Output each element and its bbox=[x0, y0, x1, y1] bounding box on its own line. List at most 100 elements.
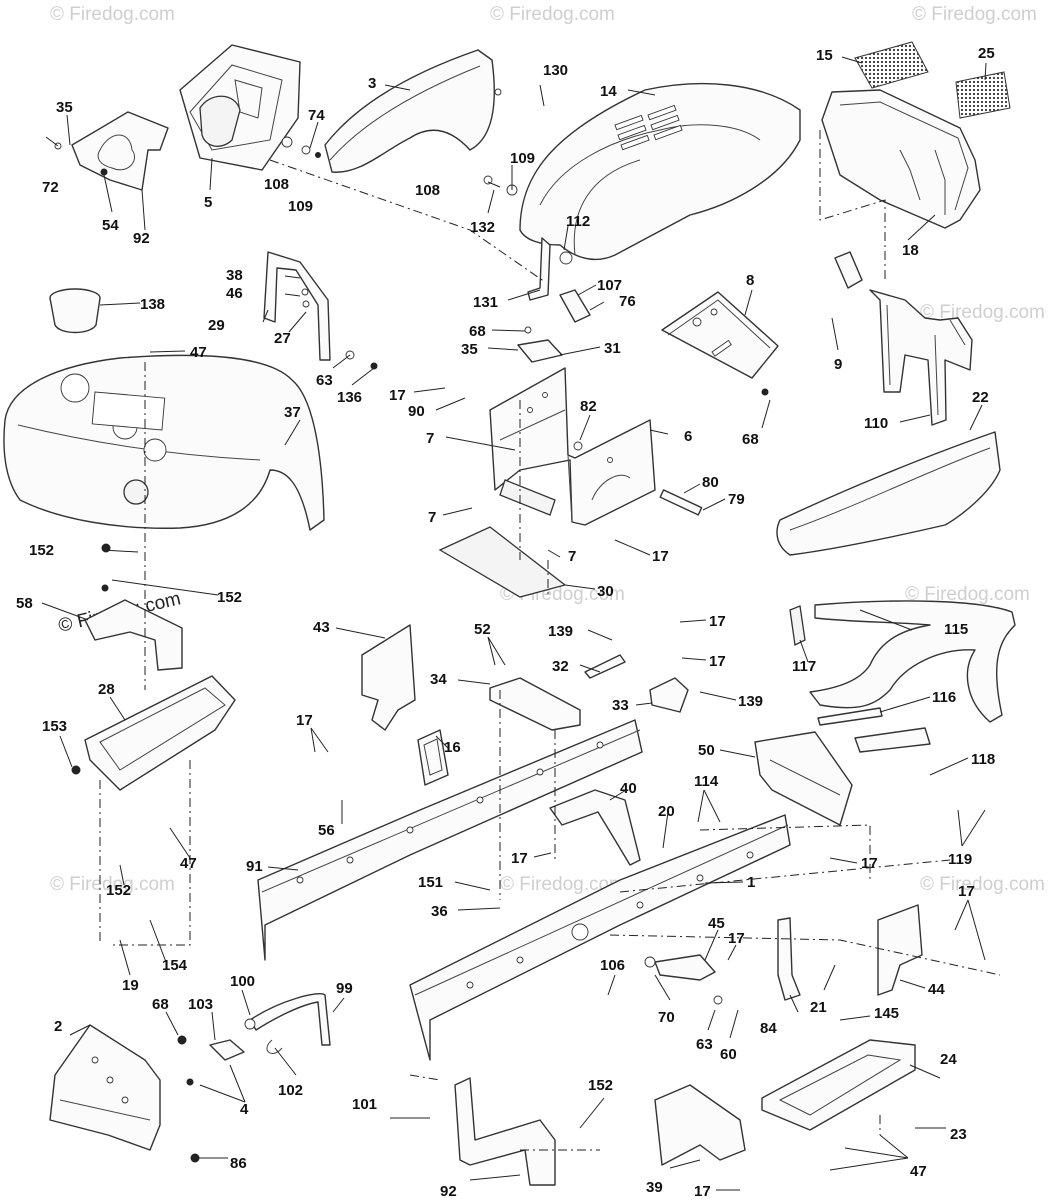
callout-63: 63 bbox=[316, 372, 333, 389]
callout-52: 52 bbox=[474, 621, 491, 638]
callout-109: 109 bbox=[288, 198, 313, 215]
callout-139: 139 bbox=[548, 623, 573, 640]
callout-68: 68 bbox=[469, 323, 486, 340]
callout-23: 23 bbox=[950, 1126, 967, 1143]
callout-91: 91 bbox=[246, 858, 263, 875]
callout-47: 47 bbox=[190, 344, 207, 361]
part-28-step-plate bbox=[71, 675, 236, 791]
part-138-cup-holder bbox=[49, 288, 101, 334]
callout-152: 152 bbox=[106, 882, 131, 899]
callout-108: 108 bbox=[415, 182, 440, 199]
callout-17: 17 bbox=[694, 1183, 711, 1200]
hood-vents bbox=[614, 104, 683, 151]
callout-35: 35 bbox=[56, 99, 73, 116]
callout-109: 109 bbox=[510, 150, 535, 167]
callout-5: 5 bbox=[204, 194, 212, 211]
part-18-grille-housing bbox=[821, 89, 981, 229]
callout-118: 118 bbox=[971, 751, 995, 768]
callout-102: 102 bbox=[278, 1082, 303, 1099]
part-5-dash-console bbox=[179, 44, 301, 171]
callout-132: 132 bbox=[470, 219, 495, 236]
callout-46: 46 bbox=[226, 285, 243, 302]
part-43-bracket bbox=[361, 624, 416, 731]
part-92-lower-bracket bbox=[454, 1077, 556, 1186]
callout-106: 106 bbox=[600, 957, 625, 974]
callout-8: 8 bbox=[746, 272, 754, 289]
callout-34: 34 bbox=[430, 671, 447, 688]
callout-79: 79 bbox=[728, 491, 745, 508]
callout-17: 17 bbox=[652, 548, 669, 565]
part-131-linkage bbox=[483, 175, 591, 323]
callout-92: 92 bbox=[440, 1183, 457, 1200]
callout-68: 68 bbox=[742, 431, 759, 448]
callout-139: 139 bbox=[738, 693, 763, 710]
leader-lines bbox=[41, 56, 987, 1191]
part-44-bracket bbox=[777, 904, 923, 1001]
part-92-grille-plate bbox=[45, 111, 169, 191]
callout-151: 151 bbox=[418, 874, 443, 891]
callout-4: 4 bbox=[240, 1101, 249, 1118]
callout-86: 86 bbox=[230, 1155, 247, 1172]
part-22-fender-strip bbox=[776, 431, 1001, 556]
part-24-step-plate bbox=[761, 1039, 916, 1131]
callout-31: 31 bbox=[604, 340, 621, 357]
callout-24: 24 bbox=[940, 1051, 957, 1068]
callout-117: 117 bbox=[792, 658, 816, 675]
part-2-pedal-bracket bbox=[49, 1024, 161, 1151]
part-110-bracket bbox=[834, 251, 973, 426]
callout-80: 80 bbox=[702, 474, 719, 491]
watermark-text: © Firedog.com bbox=[50, 874, 175, 895]
callout-17: 17 bbox=[389, 387, 406, 404]
part-50-front-bracket bbox=[754, 731, 853, 826]
callout-labels: 130 3 14 15 25 35 72 54 92 5 74 108 109 … bbox=[16, 45, 995, 1200]
callout-43: 43 bbox=[313, 619, 330, 636]
callout-115: 115 bbox=[944, 621, 968, 638]
callout-32: 32 bbox=[552, 658, 569, 675]
callout-3: 3 bbox=[368, 75, 376, 92]
callout-152: 152 bbox=[29, 542, 54, 559]
watermark-text: © Firedog.com bbox=[50, 4, 175, 25]
callout-103: 103 bbox=[188, 996, 213, 1013]
callout-6: 6 bbox=[684, 428, 692, 445]
callout-27: 27 bbox=[274, 330, 291, 347]
callout-70: 70 bbox=[658, 1009, 675, 1026]
part-37-fender-deck bbox=[3, 354, 325, 531]
callout-56: 56 bbox=[318, 822, 335, 839]
watermark-text: © Firedog.com bbox=[912, 4, 1037, 25]
part-30-floor-plate bbox=[438, 526, 567, 598]
watermark-text: © Firedog.com bbox=[920, 874, 1045, 895]
callout-82: 82 bbox=[580, 398, 597, 415]
part-8-battery-plate bbox=[661, 291, 779, 396]
dash-hardware bbox=[281, 136, 321, 158]
callout-92: 92 bbox=[133, 230, 150, 247]
callout-114: 114 bbox=[694, 773, 719, 790]
part-39-bracket bbox=[654, 1084, 746, 1166]
part-40-bracket bbox=[549, 789, 641, 866]
part-6-seat-support bbox=[489, 367, 656, 526]
callout-7: 7 bbox=[568, 548, 576, 565]
callout-17: 17 bbox=[296, 712, 313, 729]
callout-17: 17 bbox=[728, 930, 745, 947]
part-29-bracket bbox=[263, 251, 378, 370]
part-34-bracket bbox=[489, 654, 689, 731]
callout-17: 17 bbox=[709, 653, 726, 670]
callout-37: 37 bbox=[284, 404, 301, 421]
callout-108: 108 bbox=[264, 176, 289, 193]
callout-1: 1 bbox=[747, 874, 755, 891]
part-80-rod bbox=[659, 489, 703, 516]
callout-116: 116 bbox=[932, 689, 956, 706]
part-3-side-panel bbox=[324, 49, 502, 173]
callout-63: 63 bbox=[696, 1036, 713, 1053]
callout-35: 35 bbox=[461, 341, 478, 358]
callout-119: 119 bbox=[948, 851, 972, 868]
callout-145: 145 bbox=[874, 1005, 899, 1022]
callout-138: 138 bbox=[140, 296, 165, 313]
part-14-hood bbox=[519, 83, 801, 261]
callout-28: 28 bbox=[98, 681, 115, 698]
callout-16: 16 bbox=[444, 739, 461, 756]
callout-17: 17 bbox=[958, 883, 975, 900]
watermark-text: © Firedog.com bbox=[500, 874, 625, 895]
callout-68: 68 bbox=[152, 996, 169, 1013]
callout-25: 25 bbox=[978, 45, 995, 62]
callout-47: 47 bbox=[910, 1163, 927, 1180]
